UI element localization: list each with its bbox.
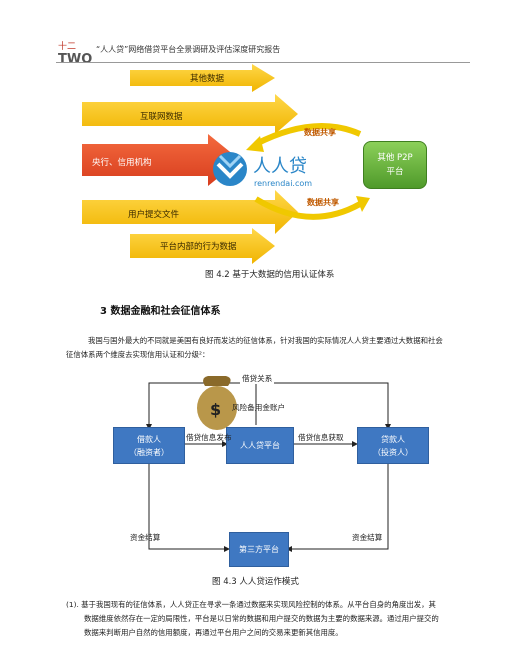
arrowhead-settle-left [224,546,230,552]
report-title: “人人贷”网络借贷平台全景调研及评估深度研究报告 [96,45,281,54]
publish-label: 借贷信息发布 [186,433,232,442]
risk-fund-label: 风险备用金账户 [232,403,286,412]
p2p-line2: 平台 [386,167,404,177]
platform-box: 人人贷平台 [226,427,294,464]
section-title: 3 数据金融和社会征信体系 [100,306,221,317]
arrowhead-settle-right [286,546,292,552]
body-line2: 数据维度依然存在一定的局限性，平台是以日常的数据和用户提交的数据为主要的数据来源… [84,614,439,623]
body-line3: 数据来判断用户自然的信用额度，再通过平台用户之间的交易来更新其信用度。 [84,628,343,637]
section-paragraph-line2: 征信体系两个维度去实现信用认证和分级²： [66,350,210,359]
label-other-data: 其他数据 [190,74,225,84]
arrow-user-files [82,190,298,234]
figure-4-3-caption: 图 4.3 人人贷运作模式 [212,577,299,587]
p2p-line1: 其他 P2P [377,153,413,163]
body-line1: (1). 基于我国现有的征信体系，人人贷正在寻求一条通过数据来实现风险控制的体系… [66,600,436,609]
other-p2p-box: 其他 P2P 平台 [363,141,427,189]
loan-relation-label: 借贷关系 [240,373,275,384]
platform-title: 人人贷平台 [240,441,280,450]
third-party-title: 第三方平台 [239,545,279,554]
fetch-label: 借贷信息获取 [298,433,344,442]
data-share-top: 数据共享 [304,128,336,137]
credit-data-diagram: 人人贷 renrendai.com [82,64,370,264]
label-central-bank: 央行、信用机构 [92,158,152,168]
logo-brand-name: 人人贷 [253,156,307,177]
arrow-platform-behavior [130,228,275,264]
settle-left-line [148,462,227,550]
arrowhead-publish [222,441,228,447]
share-arrow-bottom-head [356,196,370,212]
third-party-box: 第三方平台 [229,532,289,567]
label-internet-data: 互联网数据 [140,112,183,122]
section-paragraph-line1: 我国与国外最大的不同就是美国有良好而发达的征信体系，针对我国的实际情况人人贷主要… [88,336,443,345]
money-symbol: $ [210,400,221,419]
borrower-title: 借款人 [137,434,161,444]
logo-small-text: 十二 [58,40,76,52]
money-bag-icon: $ [197,376,237,430]
share-arrow-top-head [246,136,264,152]
logo-domain: renrendai.com [254,179,312,188]
arrow-central-bank [82,134,240,186]
borrower-box: 借款人 （融资者） [113,427,185,464]
arrow-internet-data [82,94,298,134]
share-arrow-bottom [254,196,362,220]
borrower-subtitle: （融资者） [129,447,169,457]
figure-4-2-caption: 图 4.2 基于大数据的信用认证体系 [205,270,335,280]
lender-title: 贷款人 [381,434,405,444]
settle-left-label: 资金结算 [130,533,161,542]
data-share-bottom: 数据共享 [307,198,339,207]
arrow-other-data [130,64,275,92]
arrowhead-fetch [352,441,358,447]
label-platform-behavior: 平台内部的行为数据 [160,242,237,252]
settle-right-label: 资金结算 [352,533,383,542]
label-user-files: 用户提交文件 [128,210,180,220]
share-arrow-top [254,123,362,147]
lender-box: 贷款人 （投资人） [357,427,429,464]
renrendai-logo: 人人贷 renrendai.com [213,152,312,188]
settle-right-line [289,462,389,550]
header-divider [56,62,470,63]
lender-subtitle: （投资人） [373,447,413,457]
